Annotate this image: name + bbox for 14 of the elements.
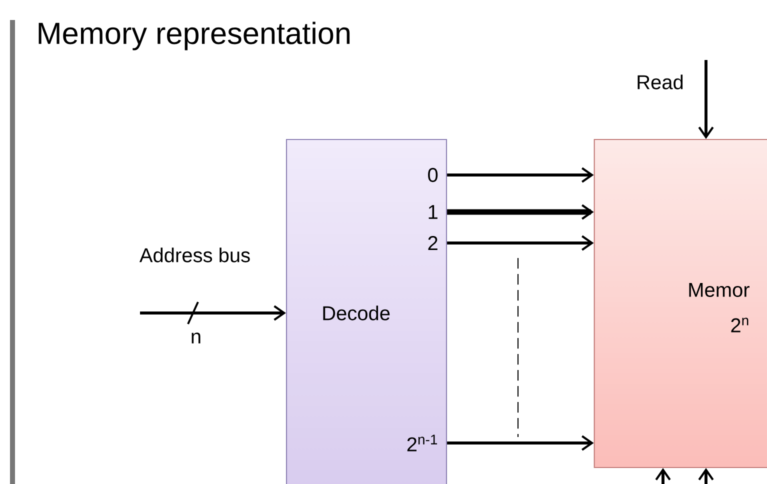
arrow: [447, 204, 594, 220]
arrow: [698, 468, 714, 484]
edge-label: n: [192, 332, 200, 344]
title: Memory representation: [38, 22, 350, 50]
arrow: [140, 305, 286, 321]
arrow: [698, 60, 714, 139]
arrow: [655, 468, 671, 484]
bus-label: Address bus: [139, 248, 250, 262]
arrow: [447, 167, 594, 183]
memory-box: Memor 2$^{n}$: [594, 138, 767, 468]
decoder-box: 0 1 2 Decode 2$^{n-1}$: [286, 138, 448, 484]
arrow: [447, 435, 594, 451]
arrow: [447, 235, 594, 251]
edge-label: Read: [638, 74, 683, 90]
